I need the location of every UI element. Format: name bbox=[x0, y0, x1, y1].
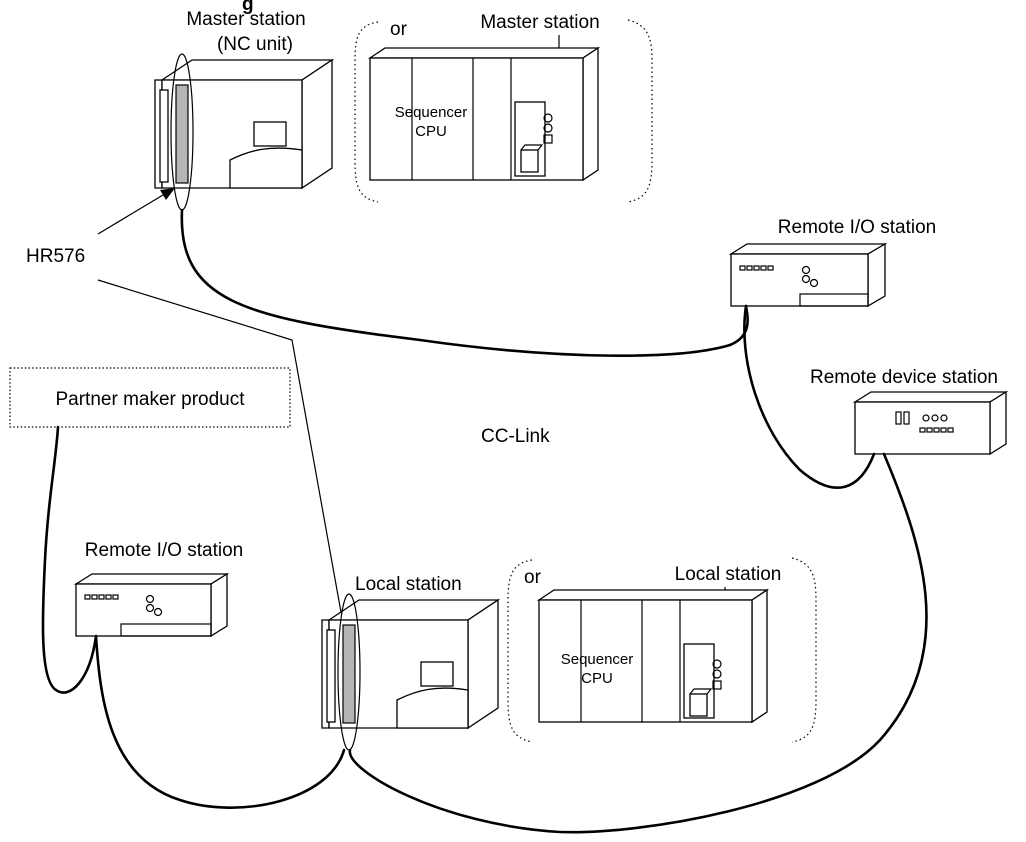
master-sequencer-label-1: Sequencer bbox=[395, 104, 468, 121]
cable-remote-io-right-to-remote-device bbox=[743, 304, 876, 489]
cable-remote-device-to-local bbox=[348, 452, 928, 834]
remote-io-station-left bbox=[73, 572, 230, 638]
remote-device-label: Remote device station bbox=[810, 367, 998, 388]
master-nc-unit bbox=[154, 53, 335, 211]
local-alt-label: Local station bbox=[675, 564, 782, 585]
master-sequencer-label-2: CPU bbox=[415, 123, 447, 140]
title-fragment: g bbox=[242, 0, 254, 15]
remote-io-station-right bbox=[728, 242, 888, 308]
master-alt-bracket-left bbox=[354, 21, 379, 203]
hr576-label: HR576 bbox=[26, 246, 85, 267]
master-station-label: Master station bbox=[186, 9, 305, 30]
partner-maker-product-box bbox=[9, 367, 291, 428]
local-or-label: or bbox=[524, 567, 542, 588]
cable-master-to-remote-io-right bbox=[180, 208, 749, 357]
local-sequencer-label-1: Sequencer bbox=[561, 651, 634, 668]
hr576-pointer-master bbox=[97, 191, 169, 235]
master-alt-bracket-right bbox=[627, 19, 653, 203]
remote-io-right-label: Remote I/O station bbox=[778, 217, 936, 238]
hr576-pointer-local bbox=[97, 279, 347, 641]
cc-link-label: CC-Link bbox=[481, 426, 550, 447]
local-alt-bracket-right bbox=[791, 557, 817, 743]
local-sequencer-label-2: CPU bbox=[581, 670, 613, 687]
local-sequencer-rack bbox=[536, 588, 770, 724]
remote-device-station bbox=[852, 390, 1009, 456]
master-or-label: or bbox=[390, 19, 408, 40]
master-sequencer-rack bbox=[367, 46, 601, 182]
master-alt-label: Master station bbox=[480, 12, 599, 33]
cable-local-to-remote-io-left bbox=[94, 634, 346, 809]
remote-io-left-label: Remote I/O station bbox=[85, 540, 243, 561]
partner-maker-product-label: Partner maker product bbox=[55, 389, 245, 410]
local-station-label: Local station bbox=[355, 574, 462, 595]
local-nc-unit bbox=[321, 593, 501, 751]
cable-remote-io-left-to-partner bbox=[41, 425, 98, 694]
master-nc-unit-label: (NC unit) bbox=[217, 34, 293, 55]
